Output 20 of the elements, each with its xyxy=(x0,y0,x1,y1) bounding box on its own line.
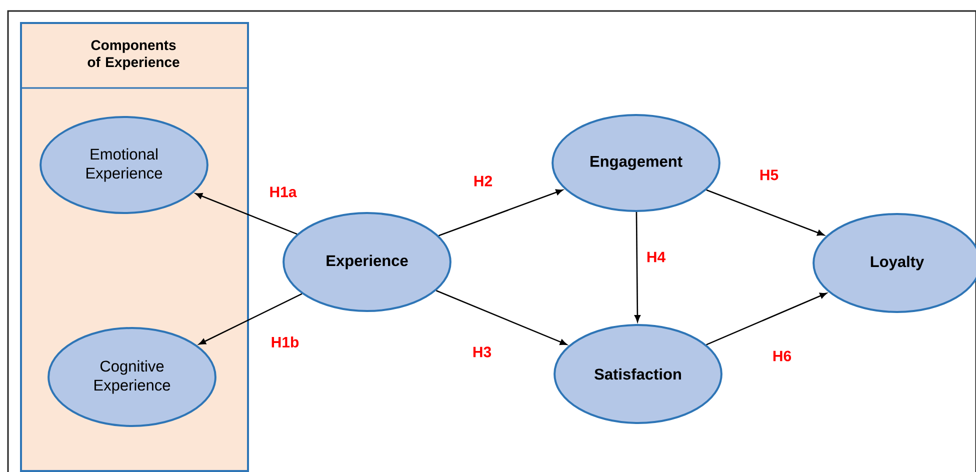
ellipse-node: Emotional Experience xyxy=(40,116,208,214)
ellipse-node: Engagement xyxy=(552,114,720,212)
arrow xyxy=(706,189,824,236)
arrow xyxy=(198,293,302,345)
arrow xyxy=(436,290,568,346)
edge-label: H6 xyxy=(773,350,792,362)
arrow xyxy=(195,193,298,235)
arrow xyxy=(634,212,640,322)
ellipse-node: Satisfaction xyxy=(554,324,722,424)
edge-label: H1a xyxy=(270,186,297,198)
edge-label: H5 xyxy=(760,170,778,180)
arrow xyxy=(706,292,827,346)
ellipse-node: Loyalty xyxy=(812,213,976,313)
edge-label: H2 xyxy=(474,176,492,186)
ellipse-node: Cognitive Experience xyxy=(48,327,216,427)
ellipse-node: Experience xyxy=(282,212,452,312)
edge-label: H3 xyxy=(473,346,492,358)
edge-label: H1b xyxy=(272,336,299,348)
arrow xyxy=(438,189,563,236)
edge-label: H4 xyxy=(647,252,666,262)
